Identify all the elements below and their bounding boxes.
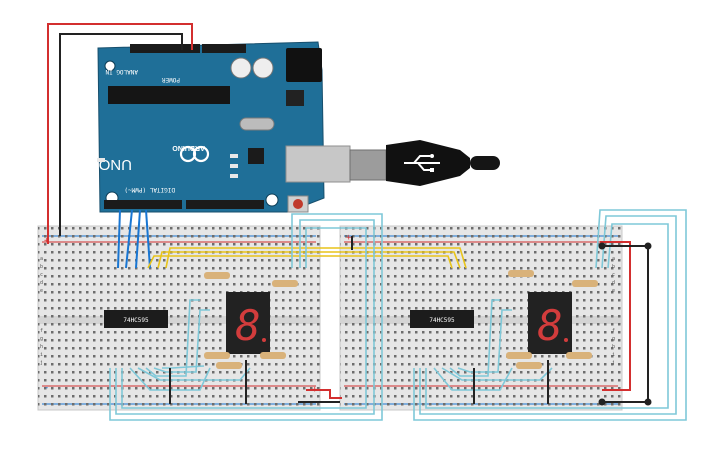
segment-wires-cyan-left[interactable] [109,213,383,421]
svg-text:j: j [612,360,615,366]
wire-endpoint[interactable] [644,398,652,406]
rail-plus-label: + [346,233,352,243]
svg-text:a: a [612,256,615,262]
data-wires-blue[interactable] [117,209,151,269]
capacitor [230,57,274,79]
svg-text:g: g [612,336,615,342]
wire-gnd-black[interactable] [59,33,183,236]
seven-segment-display-right[interactable]: 8 [528,292,572,354]
usb-chip [248,148,264,164]
svg-text:b: b [40,264,43,270]
svg-text:f: f [612,328,615,334]
svg-text:b: b [612,264,615,270]
power-header-label: POWER [162,76,180,83]
svg-text:d: d [612,280,615,286]
ground-stubs[interactable] [169,236,549,404]
row-labels: a b c d e f g h i j a b c d e f g h i j [40,256,615,366]
svg-text:e: e [612,288,615,294]
wire-endpoint[interactable] [644,242,652,250]
svg-text:i: i [40,352,43,358]
crystal [239,117,275,131]
digital-header [104,200,264,209]
chip-label: 74HC595 [429,317,455,324]
wire-right-red-top[interactable] [600,241,631,391]
svg-text:f: f [40,328,43,334]
wire-board-link-red[interactable] [306,389,342,399]
wire-right-black[interactable] [602,245,649,403]
rail-minus-label: - [44,383,49,393]
shift-register-chip-left[interactable]: 74HC595 [104,310,168,328]
rail-plus-label: + [312,385,318,395]
usb-icon [404,154,440,172]
wire-5v-red[interactable] [47,23,193,244]
svg-text:c: c [612,272,615,278]
svg-text:a: a [40,256,43,262]
resistors[interactable] [204,270,598,369]
display-digit: 8 [537,301,562,350]
bus-wires-yellow[interactable] [147,247,467,269]
chip-label: 74HC595 [123,317,149,324]
svg-text:i: i [612,352,615,358]
wire-endpoint[interactable] [598,398,606,406]
status-leds [97,154,238,178]
shift-register-chip-right[interactable]: 74HC595 [410,310,474,328]
arduino-model: UNO [99,156,132,173]
analog-header-label: ANALOG IN [105,68,138,75]
svg-text:h: h [612,344,615,350]
atmega-chip [108,86,230,104]
svg-text:d: d [40,280,43,286]
svg-text:g: g [40,336,43,342]
svg-text:h: h [40,344,43,350]
power-header [130,44,246,53]
display-digit: 8 [235,301,260,350]
breadboard-left[interactable] [37,225,321,411]
arduino-uno-board[interactable]: POWER ANALOG IN UNO ARDUINO [97,41,351,213]
svg-text:c: c [40,272,43,278]
seven-segment-display-left[interactable]: 8 [226,292,270,354]
usb-cable[interactable] [349,140,500,186]
reset-button[interactable] [287,195,309,213]
voltage-regulator [286,90,304,106]
wire-endpoint[interactable] [598,242,606,250]
arduino-logo-icon [179,145,210,163]
svg-text:e: e [40,288,43,294]
segment-wires-cyan-right[interactable] [413,209,687,421]
digital-header-label: DIGITAL (PWM~) [124,186,175,193]
svg-text:j: j [40,360,43,366]
power-jack[interactable] [286,48,322,82]
usb-port[interactable] [285,145,351,183]
